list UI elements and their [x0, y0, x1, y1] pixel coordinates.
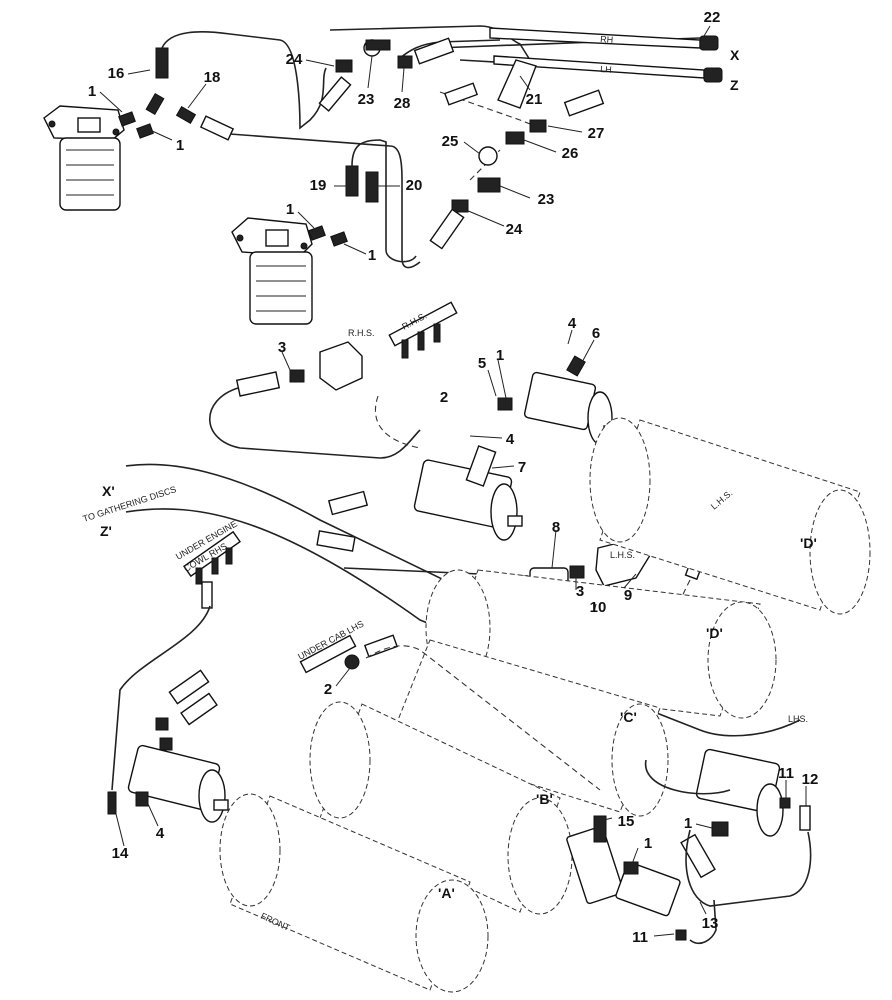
callout-22: 22 [704, 9, 721, 26]
callout-19: 19 [310, 177, 327, 194]
callout-1: 1 [176, 137, 184, 154]
callout-28: 28 [394, 95, 411, 112]
pump-lower [231, 217, 313, 325]
callout-7: 7 [518, 459, 526, 476]
callout-23: 23 [358, 91, 375, 108]
lh-label: LH [600, 64, 612, 75]
callout-14: 14 [112, 845, 129, 862]
callout-5: 5 [478, 355, 486, 372]
rhs-splitter-block [235, 341, 363, 397]
callout-numbers: 16 1 1 18 19 20 1 1 24 23 28 22 21 25 26… [88, 9, 819, 946]
callout-1: 1 [644, 835, 652, 852]
reel-c [389, 639, 669, 817]
callout-12: 12 [802, 771, 819, 788]
callout-10: 10 [590, 599, 607, 616]
callout-1: 1 [88, 83, 96, 100]
under-cab-manifold [299, 634, 399, 674]
pump-upper [43, 105, 125, 211]
callout-1: 1 [496, 347, 504, 364]
callout-25: 25 [442, 133, 459, 150]
to-gathering-label: TO GATHERING DISCS [82, 484, 178, 524]
callout-9: 9 [624, 587, 632, 604]
callout-26: 26 [562, 145, 579, 162]
callout-23: 23 [538, 191, 555, 208]
hose-runs-lower [111, 605, 812, 945]
callout-15: 15 [618, 813, 635, 830]
rh-lh-pipes [489, 27, 723, 109]
motor-front-left [107, 669, 229, 823]
callout-2: 2 [324, 681, 332, 698]
x-prime-label: X' [102, 483, 115, 499]
z-prime-label: Z' [100, 523, 112, 539]
callout-3: 3 [576, 583, 584, 600]
callout-16: 16 [108, 65, 125, 82]
callout-27: 27 [588, 125, 605, 142]
callout-1: 1 [286, 201, 294, 218]
callout-4: 4 [568, 315, 577, 332]
callout-1: 1 [368, 247, 376, 264]
top-fittings [318, 37, 605, 250]
callout-1: 1 [684, 815, 692, 832]
reel-a [219, 793, 489, 993]
motor-lhs-rear [695, 748, 811, 837]
reel-b [309, 701, 573, 915]
reel-a-label: 'A' [438, 885, 455, 901]
callout-3: 3 [278, 339, 286, 356]
pump-fittings [118, 47, 379, 247]
lhs-side-label: LHS. [788, 714, 808, 724]
reel-c-label: 'C' [620, 709, 637, 725]
motor-rear-right [497, 355, 619, 445]
reel-b-label: 'B' [536, 791, 553, 807]
under-engine-manifold [183, 530, 241, 609]
reel-d-front-label: 'D' [706, 625, 723, 641]
callout-20: 20 [406, 177, 423, 194]
callout-13: 13 [702, 915, 719, 932]
callout-8: 8 [552, 519, 560, 536]
z-end-label: Z [730, 77, 739, 93]
callout-21: 21 [526, 91, 543, 108]
callout-6: 6 [592, 325, 600, 342]
valve-block-front [566, 815, 716, 941]
callout-24: 24 [286, 51, 303, 68]
rh-label: RH [600, 34, 614, 45]
reel-d-rear-label: 'D' [800, 535, 817, 551]
callout-11: 11 [778, 765, 794, 782]
motor-center [316, 445, 523, 552]
rhs-manifold [388, 301, 458, 359]
reel-d-rear [589, 417, 871, 615]
callout-4: 4 [506, 431, 515, 448]
callout-11: 11 [632, 929, 648, 946]
callout-leaders [99, 25, 807, 937]
callout-2: 2 [440, 389, 448, 406]
rhs-top-label: R.H.S. [348, 328, 375, 338]
lhs-block-label: L.H.S. [610, 550, 635, 560]
callout-4: 4 [156, 825, 165, 842]
x-end-label: X [730, 47, 740, 63]
callout-24: 24 [506, 221, 523, 238]
callout-18: 18 [204, 69, 221, 86]
